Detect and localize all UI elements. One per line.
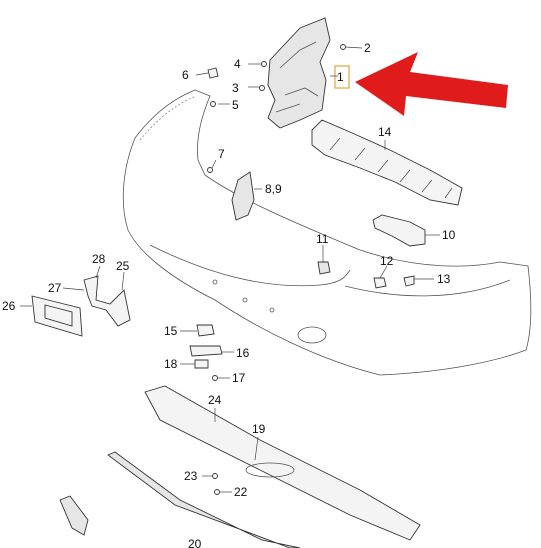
callout-15: 15 [164,324,178,338]
callout-5: 5 [232,98,239,112]
callout-24: 24 [208,393,222,407]
callout-28: 28 [92,252,106,266]
callout-12: 12 [380,254,394,268]
callout-19: 19 [252,422,266,436]
callout-13: 13 [437,272,451,286]
callout-6: 6 [182,68,189,82]
callout-8-9: 8,9 [265,182,282,196]
callout-2: 2 [364,41,371,55]
callout-1: 1 [337,70,344,84]
callout-27: 27 [48,281,62,295]
callout-17: 17 [232,371,246,385]
callout-20: 20 [188,537,202,548]
small-parts [189,44,415,495]
leader-lines [20,46,440,493]
callout-4: 4 [234,57,241,71]
red-arrow [355,52,508,116]
part-1-bracket [267,17,331,129]
part-10-bracket [372,214,426,247]
callout-23: 23 [184,469,198,483]
callout-labels: 1 2 3 4 5 6 7 8,9 10 11 12 13 14 15 16 1… [2,41,456,548]
callout-26: 26 [2,299,16,313]
lower-valance [59,385,421,548]
highlight-box-1 [334,65,350,89]
callout-18: 18 [164,357,178,371]
bumper-cover [122,89,532,376]
callout-7: 7 [218,147,225,161]
part-8-9-bracket [231,171,255,221]
part-14-energy-absorber [311,119,463,206]
callout-16: 16 [236,346,250,360]
callout-3: 3 [232,81,239,95]
callout-25: 25 [116,259,130,273]
callout-10: 10 [442,228,456,242]
callout-14: 14 [378,125,392,139]
callout-11: 11 [316,232,329,246]
license-plate-parts [31,275,131,337]
callout-22: 22 [234,485,248,499]
